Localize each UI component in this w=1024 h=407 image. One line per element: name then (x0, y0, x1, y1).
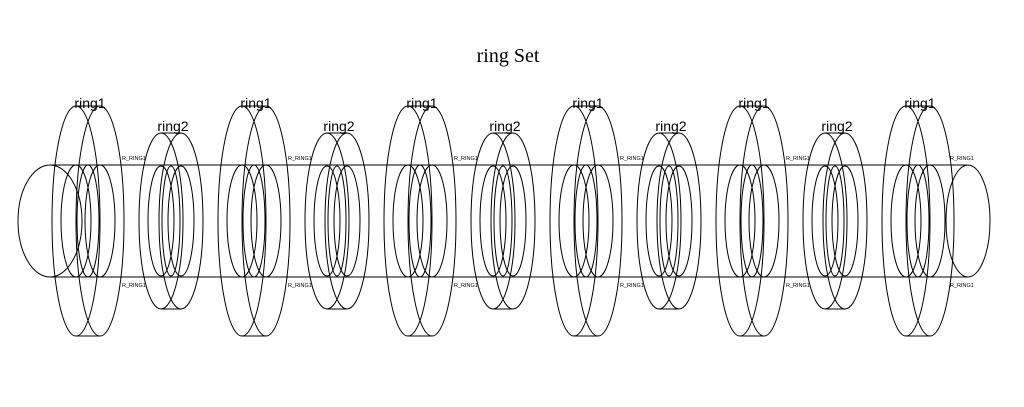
ring2-label: ring2 (655, 118, 686, 134)
ring2-assembly: ring2 (138, 118, 204, 310)
ring2-assembly: ring2 (304, 118, 370, 310)
ring1-bore-mid (242, 164, 266, 278)
ring2-bore-back (147, 165, 175, 277)
rings-group: ring1 ring2 ring1 ring2 ring1 ring2 ring1 ring2… (51, 95, 955, 337)
shaft-label-bottom: R_RING1 (454, 283, 478, 289)
ring2-assembly: ring2 (802, 118, 868, 310)
shaft-label-bottom: R_RING1 (786, 283, 810, 289)
ring2-bore-back (645, 165, 673, 277)
ring2-label: ring2 (323, 118, 354, 134)
ring1-bore-front (582, 164, 614, 278)
ring2-outer-front (490, 132, 536, 310)
ring2-label: ring2 (157, 118, 188, 134)
ring1-assembly: ring1 (549, 95, 623, 337)
ring2-outer-front (158, 132, 204, 310)
ring2-assembly: ring2 (470, 118, 536, 310)
shaft-label-top: R_RING1 (122, 156, 146, 162)
ring1-bore-mid (740, 164, 764, 278)
ring1-assembly: ring1 (217, 95, 291, 337)
shaft-label-top: R_RING1 (950, 156, 974, 162)
shaft-label-top: R_RING1 (288, 156, 312, 162)
shaft-label-top: R_RING1 (620, 156, 644, 162)
ring2-label: ring2 (821, 118, 852, 134)
ring1-label: ring1 (74, 95, 105, 111)
shaft-left-end (17, 164, 83, 278)
ring2-bore-front (499, 165, 527, 277)
ring1-bore-front (416, 164, 448, 278)
ring1-bore-front (250, 164, 282, 278)
ring2-outer-front (822, 132, 868, 310)
ring2-bore-mid (825, 165, 845, 277)
diagram-title: ring Set (477, 45, 540, 67)
ring2-bore-front (167, 165, 195, 277)
ring2-bore-mid (493, 165, 513, 277)
ring1-label: ring1 (904, 95, 935, 111)
ring2-bore-mid (327, 165, 347, 277)
ring2-assembly: ring2 (636, 118, 702, 310)
shaft-label-bottom: R_RING1 (122, 283, 146, 289)
ring2-bore-mid (161, 165, 181, 277)
ring2-bore-front (831, 165, 859, 277)
ring1-assembly: ring1 (715, 95, 789, 337)
shaft-labels-group: R_RING1R_RING1R_RING1R_RING1R_RING1R_RIN… (122, 156, 974, 289)
ring1-bore-back (60, 164, 92, 278)
shaft-label-bottom: R_RING1 (288, 283, 312, 289)
ring1-bore-front (914, 164, 946, 278)
ring1-bore-back (226, 164, 258, 278)
ring1-label: ring1 (240, 95, 271, 111)
ring1-bore-mid (574, 164, 598, 278)
ring1-bore-back (724, 164, 756, 278)
shaft-label-top: R_RING1 (786, 156, 810, 162)
ring1-bore-front (84, 164, 116, 278)
ring2-bore-back (313, 165, 341, 277)
shaft (17, 164, 991, 278)
ring1-bore-mid (76, 164, 100, 278)
shaft-label-bottom: R_RING1 (950, 283, 974, 289)
ring1-bore-back (392, 164, 424, 278)
ring1-label: ring1 (406, 95, 437, 111)
ring1-label: ring1 (572, 95, 603, 111)
ring1-assembly: ring1 (51, 95, 125, 337)
shaft-label-top: R_RING1 (454, 156, 478, 162)
ring2-bore-back (479, 165, 507, 277)
ring1-label: ring1 (738, 95, 769, 111)
ring2-label: ring2 (489, 118, 520, 134)
ring1-assembly: ring1 (881, 95, 955, 337)
ring2-bore-front (665, 165, 693, 277)
ring1-bore-mid (408, 164, 432, 278)
shaft-right-end (945, 164, 991, 278)
ring1-assembly: ring1 (383, 95, 457, 337)
ring2-bore-back (811, 165, 839, 277)
ring2-bore-front (333, 165, 361, 277)
ring1-bore-back (890, 164, 922, 278)
shaft-label-bottom: R_RING1 (620, 283, 644, 289)
ring2-outer-front (656, 132, 702, 310)
ring2-bore-mid (659, 165, 679, 277)
ring1-bore-front (748, 164, 780, 278)
ring2-outer-front (324, 132, 370, 310)
ring1-bore-back (558, 164, 590, 278)
ring1-bore-mid (906, 164, 930, 278)
